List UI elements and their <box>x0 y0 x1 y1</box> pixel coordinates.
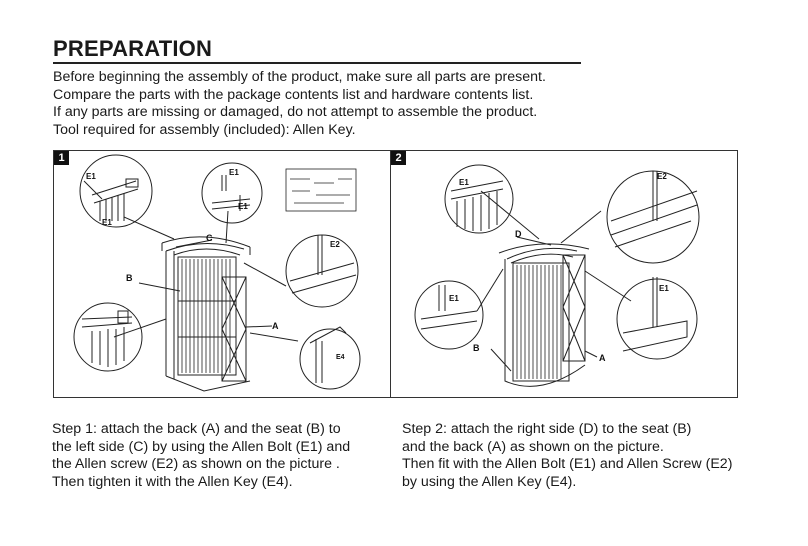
label-e2: E2 <box>330 240 340 249</box>
label-e1: E1 <box>459 178 469 187</box>
label-b: B <box>473 343 480 353</box>
step2-line: by using the Allen Key (E4). <box>402 473 577 490</box>
intro-line: If any parts are missing or damaged, do … <box>53 104 538 121</box>
step1-line: the Allen screw (E2) as shown on the pic… <box>52 456 340 473</box>
step1-line: Step 1: attach the back (A) and the seat… <box>52 421 341 437</box>
label-e4: E4 <box>336 354 345 361</box>
step2-line: Step 2: attach the right side (D) to the… <box>402 421 692 437</box>
label-e1: E1 <box>229 168 239 177</box>
step1-instructions: Step 1: attach the back (A) and the seat… <box>52 421 350 491</box>
title-underline <box>53 62 581 64</box>
label-a: A <box>599 353 606 363</box>
label-e1: E1 <box>102 218 112 227</box>
intro-line: Tool required for assembly (included): A… <box>53 121 356 138</box>
step2-line: and the back (A) as shown on the picture… <box>402 438 664 455</box>
intro-line: Before beginning the assembly of the pro… <box>53 69 546 85</box>
intro-text: Before beginning the assembly of the pro… <box>53 69 673 139</box>
step1-line: the left side (C) by using the Allen Bol… <box>52 438 351 455</box>
step1-line: Then tighten it with the Allen Key (E4). <box>52 473 293 490</box>
step1-illustration: E1 E1 E1 E1 E2 <box>73 154 361 392</box>
label-e1: E1 <box>659 284 669 293</box>
label-e2: E2 <box>657 172 667 181</box>
page-title: PREPARATION <box>53 36 213 61</box>
label-c: C <box>206 233 213 243</box>
label-a: A <box>272 321 279 331</box>
step1-illustration-panel: E1 E1 E1 E1 E2 <box>53 150 399 398</box>
step2-instructions: Step 2: attach the right side (D) to the… <box>402 421 732 491</box>
step2-illustration: E1 E2 E1 E1 D B A <box>414 164 700 387</box>
label-b: B <box>126 273 133 283</box>
step2-illustration-panel: E1 E2 E1 E1 D B A 2 <box>390 150 738 398</box>
label-e1: E1 <box>238 202 248 211</box>
intro-line: Compare the parts with the package conte… <box>53 86 534 103</box>
step2-line: Then fit with the Allen Bolt (E1) and Al… <box>402 456 733 473</box>
label-d: D <box>515 229 522 239</box>
label-e1: E1 <box>449 294 459 303</box>
label-e1: E1 <box>86 172 96 181</box>
panel-number: 2 <box>391 151 406 165</box>
panel-number: 1 <box>54 151 69 165</box>
